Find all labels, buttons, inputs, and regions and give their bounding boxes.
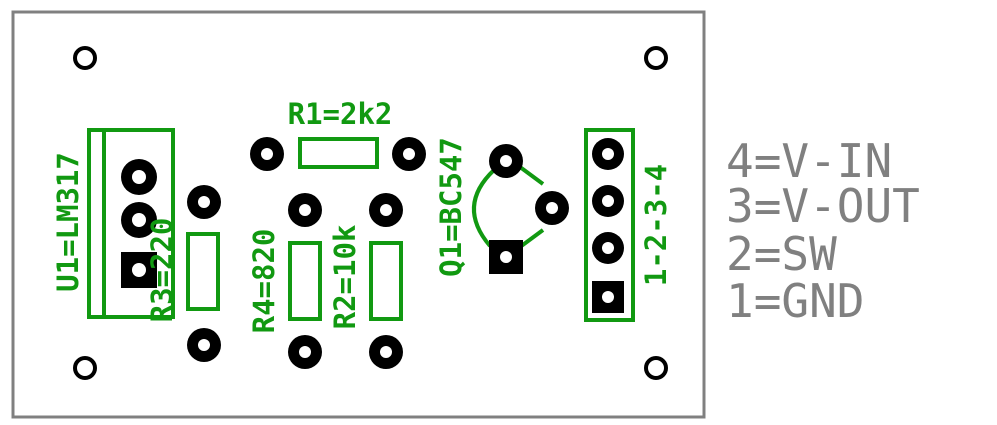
pin-legend-line-2: 2=SW bbox=[726, 227, 837, 281]
r4-pad-top bbox=[288, 193, 322, 227]
mounting-hole-icon bbox=[73, 46, 97, 70]
u1-pad-3-square bbox=[121, 252, 157, 288]
u1-pad-2 bbox=[121, 202, 157, 238]
r3-body bbox=[186, 232, 220, 311]
pin-legend-line-1: 1=GND bbox=[726, 274, 864, 328]
q1-pad-top bbox=[489, 144, 523, 178]
mounting-hole-icon bbox=[73, 356, 97, 380]
r4-pad-bottom bbox=[288, 335, 322, 369]
q1-label: Q1=BC547 bbox=[434, 137, 468, 277]
r1-pad-left bbox=[250, 137, 284, 171]
u1-label: U1=LM317 bbox=[51, 152, 85, 292]
r2-label: R2=10k bbox=[328, 225, 362, 330]
r3-pad-bottom bbox=[187, 328, 221, 362]
r3-resistor-footprint: R3=220 bbox=[145, 185, 221, 362]
r3-pad-top bbox=[187, 185, 221, 219]
connector-pad-3 bbox=[592, 185, 624, 217]
r1-label: R1=2k2 bbox=[288, 97, 393, 131]
r1-body bbox=[298, 137, 379, 169]
r4-resistor-footprint: R4=820 bbox=[247, 193, 322, 369]
r1-pad-right bbox=[392, 137, 426, 171]
r4-body bbox=[288, 241, 322, 321]
r3-label: R3=220 bbox=[145, 218, 179, 323]
u1-pad-1 bbox=[121, 159, 157, 195]
mounting-holes bbox=[73, 46, 668, 380]
connector-pad-4 bbox=[592, 138, 624, 170]
connector-outline bbox=[584, 128, 635, 322]
q1-pad-right bbox=[535, 191, 569, 225]
q1-transistor-footprint: Q1=BC547 bbox=[434, 137, 569, 277]
r2-pad-top bbox=[369, 193, 403, 227]
r2-resistor-footprint: R2=10k bbox=[328, 193, 403, 369]
r1-resistor-footprint: R1=2k2 bbox=[250, 97, 426, 171]
pin-legend-line-4: 4=V-IN bbox=[726, 134, 892, 188]
connector-label: 1-2-3-4 bbox=[639, 164, 673, 286]
pin-legend-line-3: 3=V-OUT bbox=[726, 179, 920, 233]
q1-pad-square bbox=[489, 240, 523, 274]
r2-pad-bottom bbox=[369, 335, 403, 369]
connector-pad-2 bbox=[592, 232, 624, 264]
u1-outline bbox=[87, 128, 175, 319]
r4-label: R4=820 bbox=[247, 229, 281, 334]
mounting-hole-icon bbox=[644, 46, 668, 70]
u1-regulator-footprint: U1=LM317 bbox=[51, 128, 175, 319]
board-outline bbox=[11, 10, 706, 419]
connector-pad-1-square bbox=[592, 281, 624, 313]
pin-legend: 4=V-IN 3=V-OUT 2=SW 1=GND bbox=[726, 134, 920, 328]
q1-outline bbox=[472, 168, 496, 248]
connector-footprint: 1-2-3-4 bbox=[584, 128, 673, 322]
r2-body bbox=[369, 241, 403, 321]
q1-outline-right bbox=[518, 165, 545, 249]
mounting-hole-icon bbox=[644, 356, 668, 380]
